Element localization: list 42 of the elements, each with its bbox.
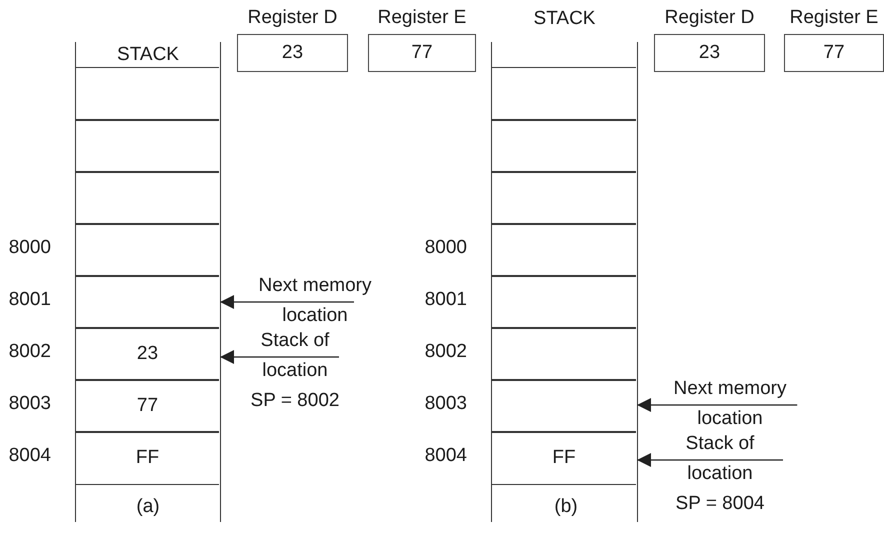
stack-title: STACK [116,44,180,66]
address-label: 8000 [424,237,467,259]
cell-value: 23 [136,342,158,365]
address-label: 8002 [424,341,467,363]
address-label: 8004 [8,445,51,467]
cell-value: 77 [136,394,158,417]
cell-value: FF [136,446,160,469]
memory-cell [76,67,219,120]
pointer-label: Stack of location [684,432,756,486]
address-label: 8000 [8,237,51,259]
register-name: Register D [246,6,338,30]
memory-cell [492,171,636,224]
register-name: Register D [664,6,756,30]
stack-title: STACK [532,8,596,30]
arrow [637,453,783,467]
register-box: 23 [237,34,348,72]
pointer-label: Next memory location [258,274,372,328]
pointer-label: SP = 8002 [250,389,340,413]
register-box: 23 [654,34,765,72]
pointer-label: Stack of location [260,329,330,383]
arrow [220,350,339,364]
address-label: 8003 [8,393,51,415]
register-name: Register E [376,6,468,30]
address-label: 8001 [424,289,467,311]
memory-cell [76,171,219,224]
register-box: 77 [368,34,476,72]
memory-cell [76,119,219,172]
pointer-label: SP = 8004 [674,492,766,516]
panel-label: (a) [135,496,161,518]
panel-label: (b) [553,496,579,518]
memory-cell [492,119,636,172]
address-label: 8001 [8,289,51,311]
address-label: 8003 [424,393,467,415]
address-label: 8002 [8,341,51,363]
register-box: 77 [784,34,884,72]
address-label: 8004 [424,445,467,467]
arrow [637,398,798,412]
register-name: Register E [788,6,880,30]
memory-cell [492,67,636,120]
arrow [220,295,354,309]
cell-value: FF [552,446,576,469]
pointer-label: Next memory location [672,377,788,431]
